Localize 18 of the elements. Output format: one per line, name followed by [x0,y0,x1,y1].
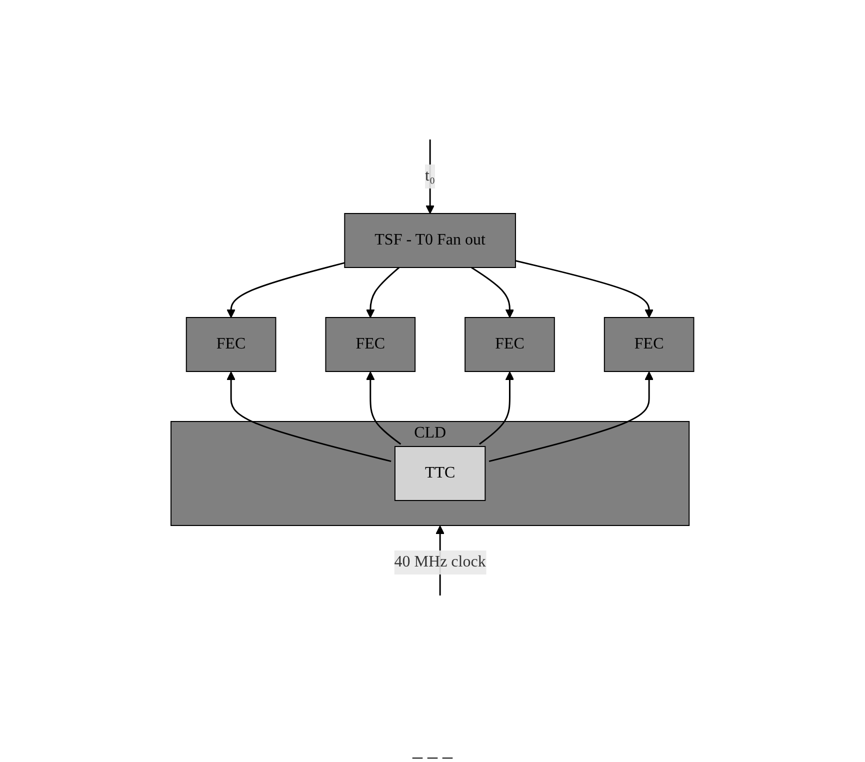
edge-label: t₀ [425,168,436,185]
arrow [426,140,435,214]
arrow [366,266,400,318]
node-box: TSF - T0 Fan out [344,213,516,268]
node-box: FEC [464,317,556,372]
node-box: FEC [604,317,694,372]
ellipsis-dashes: _ _ _ [412,739,452,761]
arrow [366,372,402,445]
arrow [226,262,345,318]
node-box: TTC [394,446,486,501]
node-box: FEC [325,317,416,372]
arrow [489,372,654,462]
edge-label: 40 MHz clock [394,553,486,570]
arrow [515,260,654,318]
arrow [479,372,514,445]
arrow [226,372,392,462]
arrow [471,266,514,318]
node-box: FEC [186,317,276,372]
